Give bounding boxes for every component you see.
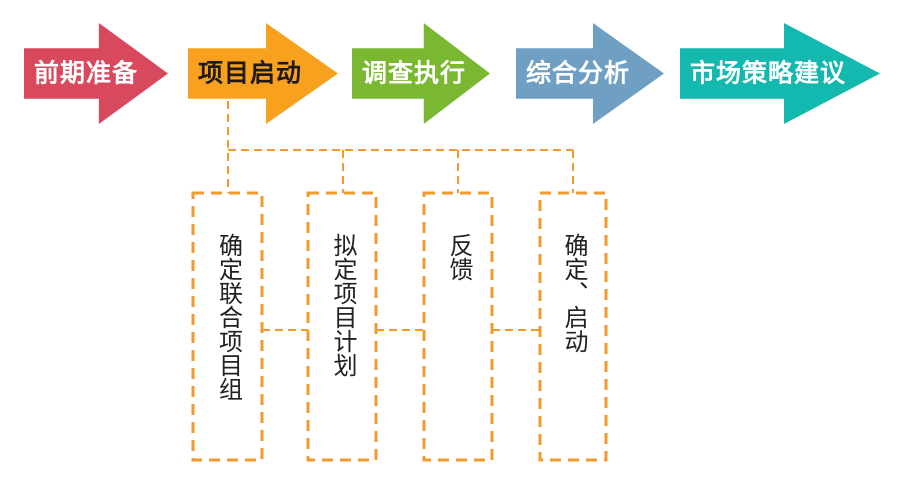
sub-step-label-3: 反馈 xyxy=(445,233,472,281)
process-step-label-5: 市场策略建议 xyxy=(690,59,847,87)
sub-step-box-3 xyxy=(422,191,494,462)
process-arrow-1: 前期准备 xyxy=(24,23,168,124)
process-arrow-5: 市场策略建议 xyxy=(680,23,880,124)
sub-step-label-4: 确定、启动 xyxy=(560,233,587,353)
process-arrow-4: 综合分析 xyxy=(516,23,664,124)
sub-step-3: 反馈 xyxy=(424,193,492,460)
sub-step-box-1 xyxy=(191,191,264,462)
sub-step-4: 确定、启动 xyxy=(540,193,606,460)
sub-step-label-1: 确定联合项目组 xyxy=(214,233,242,401)
process-step-label-3: 调查执行 xyxy=(362,59,467,87)
sub-step-box-2 xyxy=(306,191,378,462)
process-step-label-1: 前期准备 xyxy=(34,59,139,87)
process-arrow-2: 项目启动 xyxy=(188,23,338,124)
sub-step-2: 拟定项目计划 xyxy=(308,193,376,460)
process-step-label-4: 综合分析 xyxy=(526,59,631,87)
process-step-label-2: 项目启动 xyxy=(198,59,303,87)
sub-step-label-2: 拟定项目计划 xyxy=(329,233,356,377)
sub-step-box-4 xyxy=(538,191,608,462)
sub-step-1: 确定联合项目组 xyxy=(193,193,262,460)
process-arrow-3: 调查执行 xyxy=(352,23,490,124)
